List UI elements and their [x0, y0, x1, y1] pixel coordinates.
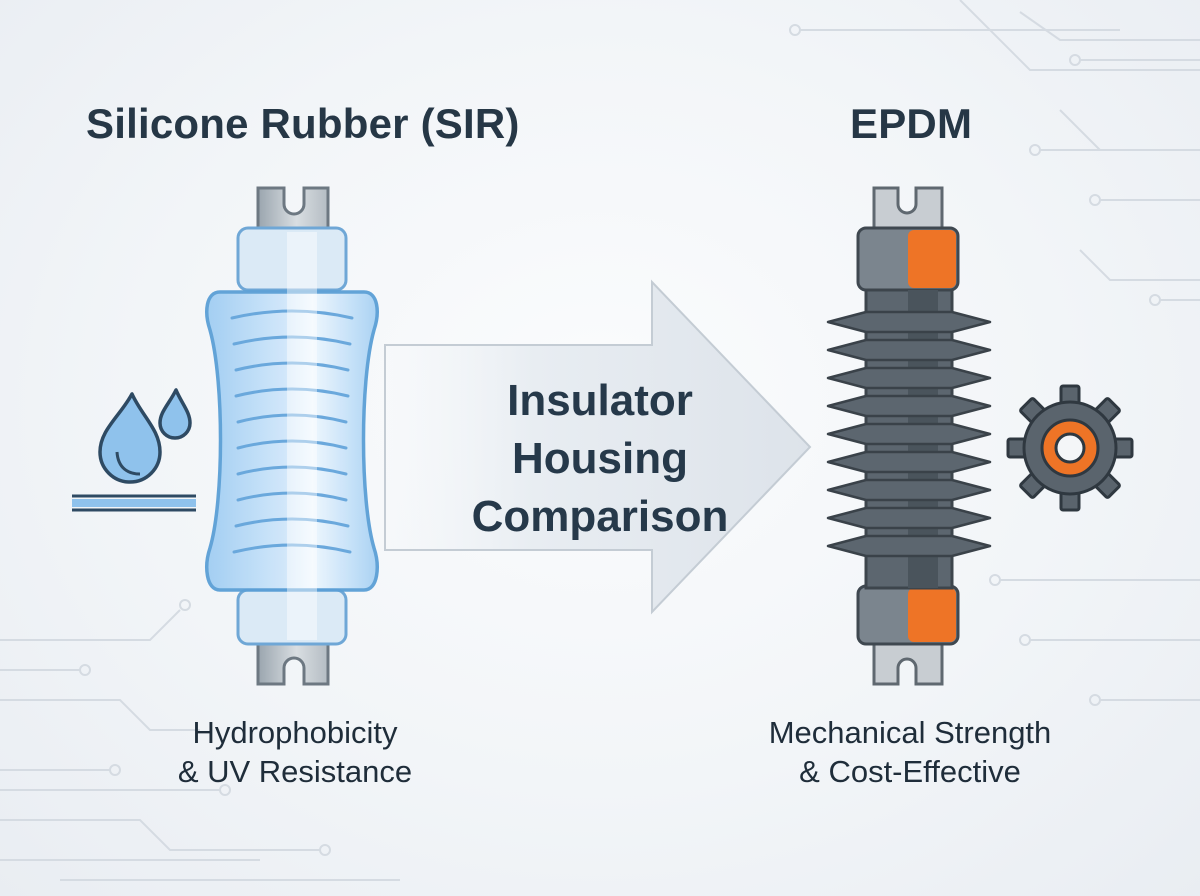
epdm-caption-line2: & Cost-Effective [799, 754, 1021, 789]
sir-caption-line1: Hydrophobicity [192, 715, 398, 750]
comparison-label: Insulator Housing Comparison [450, 372, 750, 546]
epdm-caption-line1: Mechanical Strength [768, 715, 1052, 750]
sir-caption-line2: & UV Resistance [177, 754, 413, 789]
gear-icon [1006, 384, 1134, 512]
comparison-label-line3: Comparison [471, 492, 729, 541]
comparison-arrow [384, 279, 812, 615]
epdm-caption: Mechanical Strength & Cost-Effective [745, 713, 1075, 791]
comparison-label-line1: Insulator [507, 376, 693, 425]
sir-title: Silicone Rubber (SIR) [86, 100, 520, 147]
epdm-insulator-illustration [826, 186, 992, 686]
water-surface-icon [72, 494, 196, 512]
comparison-label-line2: Housing [512, 434, 688, 483]
sir-caption: Hydrophobicity & UV Resistance [150, 713, 440, 791]
epdm-title: EPDM [850, 100, 973, 147]
water-drops-icon [98, 388, 192, 484]
sir-insulator-illustration [205, 186, 379, 686]
